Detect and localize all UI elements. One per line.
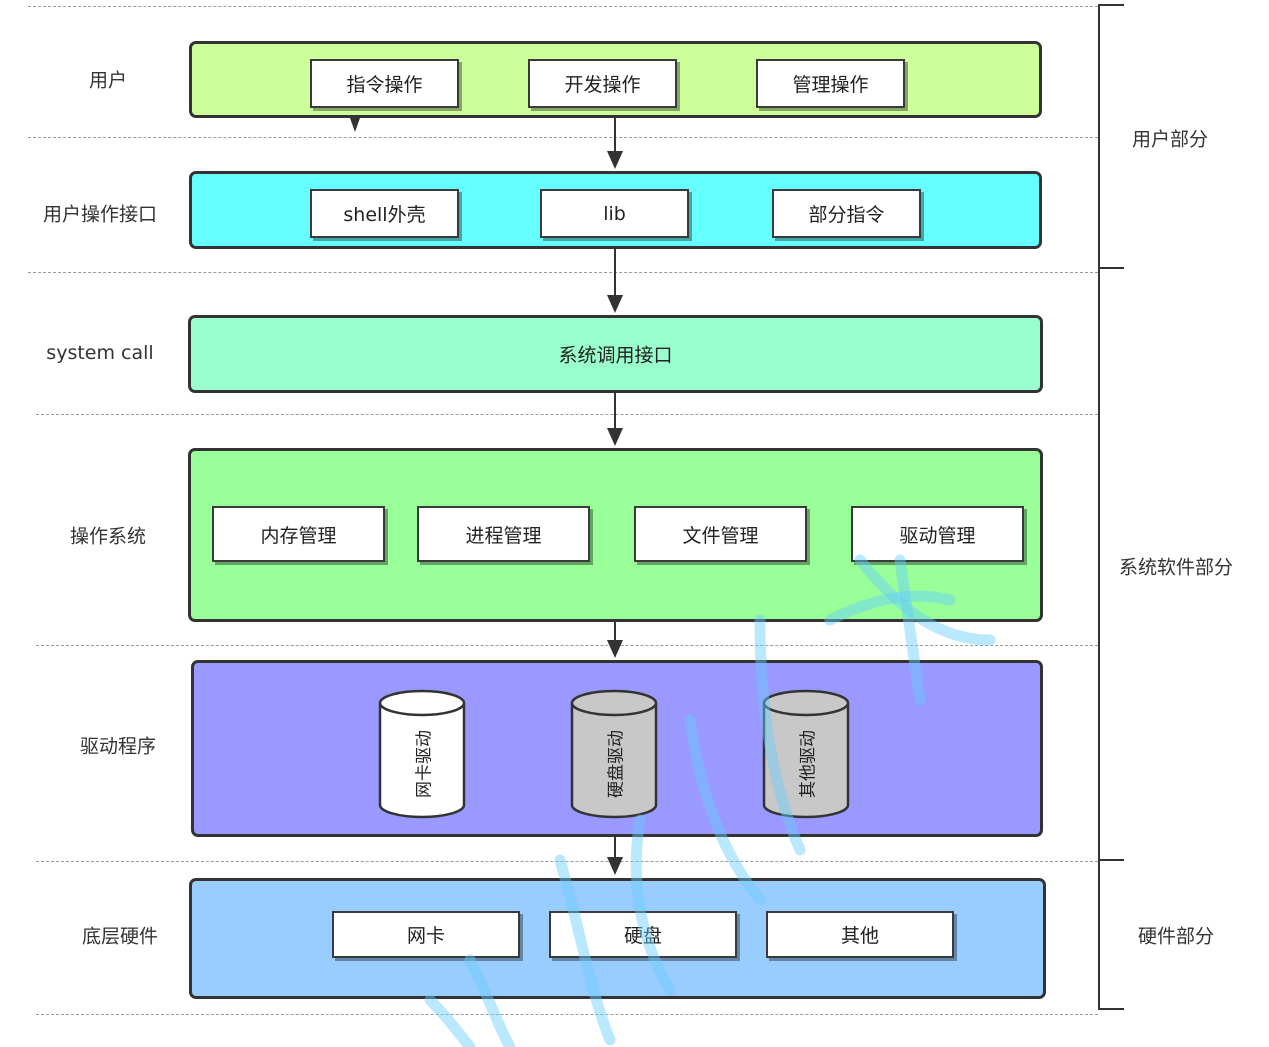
arrow-line — [614, 118, 616, 153]
other-hardware-box: 其他 — [766, 911, 954, 958]
driver-management-box: 驱动管理 — [851, 506, 1024, 562]
bracket-vertical — [1098, 4, 1100, 1010]
row-label-interface: 用户操作接口 — [42, 203, 157, 226]
separator — [28, 6, 1098, 7]
partial-commands-box: 部分指令 — [772, 189, 921, 238]
row-label-hardware: 底层硬件 — [81, 925, 158, 948]
separator — [36, 414, 1098, 415]
arrow-line — [614, 622, 616, 642]
disk-box: 硬盘 — [549, 911, 737, 958]
development-operation-box: 开发操作 — [528, 59, 677, 108]
arrow-down-icon — [607, 640, 623, 658]
separator — [36, 645, 1098, 646]
system-call-layer: 系统调用接口 — [188, 315, 1043, 393]
management-operation-box: 管理操作 — [756, 59, 905, 108]
bracket-tick — [1098, 859, 1124, 861]
lib-box: lib — [540, 189, 689, 238]
row-label-os: 操作系统 — [69, 525, 146, 548]
process-management-box: 进程管理 — [417, 506, 590, 562]
arrow-line — [614, 837, 616, 859]
separator — [36, 861, 1098, 862]
row-label-user: 用户 — [88, 69, 127, 92]
bracket-tick — [1098, 4, 1124, 6]
row-label-syscall: system call — [46, 342, 154, 364]
nic-box: 网卡 — [332, 911, 520, 958]
cylinder-icon — [570, 689, 658, 819]
bracket-tick — [1098, 1008, 1124, 1010]
section-hardware: 硬件部分 — [1137, 925, 1214, 948]
separator — [36, 1014, 1098, 1015]
arrow-down-icon — [607, 151, 623, 169]
row-label-driver: 驱动程序 — [79, 735, 156, 758]
file-management-box: 文件管理 — [634, 506, 807, 562]
cylinder-icon — [378, 689, 466, 819]
small-arrow-icon — [350, 118, 360, 132]
arrow-down-icon — [607, 428, 623, 446]
separator — [28, 137, 1098, 138]
other-driver-label: 其他驱动 — [798, 730, 819, 798]
nic-driver-cylinder: 网卡驱动 — [378, 689, 466, 819]
memory-management-box: 内存管理 — [212, 506, 385, 562]
section-system-software: 系统软件部分 — [1118, 556, 1233, 579]
section-user: 用户部分 — [1131, 128, 1208, 151]
arrow-down-icon — [607, 857, 623, 875]
other-driver-cylinder: 其他驱动 — [762, 689, 850, 819]
command-operation-box: 指令操作 — [310, 59, 459, 108]
cylinder-icon — [762, 689, 850, 819]
arrow-line — [614, 393, 616, 430]
separator — [28, 272, 1098, 273]
shell-box: shell外壳 — [310, 189, 459, 238]
disk-driver-label: 硬盘驱动 — [606, 730, 627, 798]
bracket-tick — [1098, 267, 1124, 269]
arrow-line — [614, 249, 616, 297]
nic-driver-label: 网卡驱动 — [414, 730, 435, 798]
system-call-interface-label: 系统调用接口 — [558, 344, 673, 367]
disk-driver-cylinder: 硬盘驱动 — [570, 689, 658, 819]
arrow-down-icon — [607, 295, 623, 313]
